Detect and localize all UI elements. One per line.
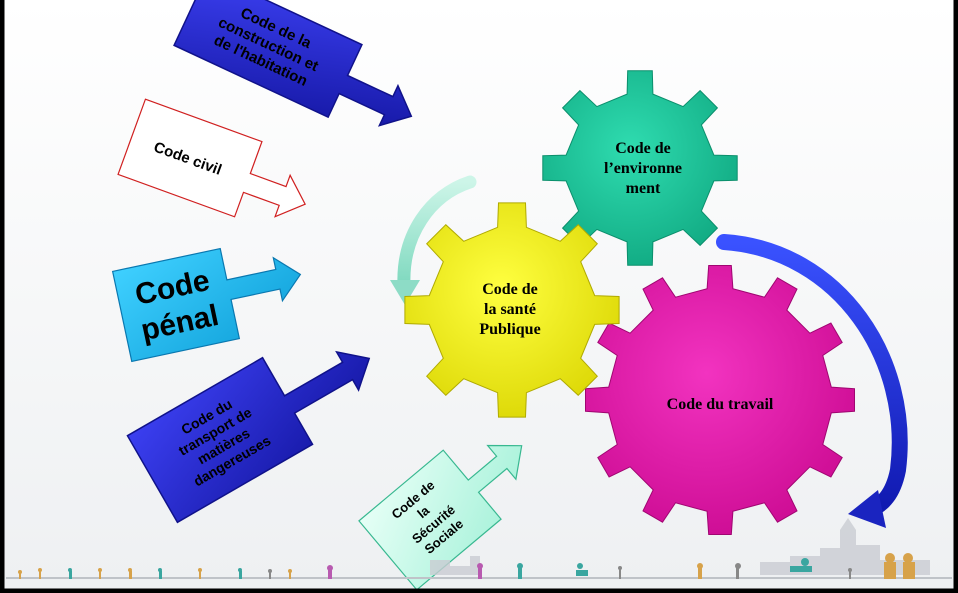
environnement-label-line3: ment — [626, 180, 661, 197]
arrow-icon — [173, 0, 413, 127]
transport-callout: Code du transport de matières dangereuse… — [126, 350, 371, 524]
arrow-icon — [848, 490, 886, 528]
people-silhouettes-icon — [6, 553, 952, 579]
arrow-icon — [358, 444, 523, 591]
curved-arrow-left — [390, 175, 477, 305]
environnement-label-line2: l’environne — [604, 160, 682, 177]
civil-callout: Code civil — [117, 98, 306, 218]
sante-label-line1: Code de — [482, 281, 538, 298]
arrow-icon — [390, 280, 420, 305]
arrow-icon — [111, 247, 302, 363]
sante-label-line2: la santé — [484, 301, 536, 318]
gear-icon — [404, 202, 620, 418]
securite-callout: Code de la Sécurité Sociale — [358, 444, 523, 591]
gear-sante: Code de la santé Publique — [404, 202, 620, 418]
penal-callout: Code pénal — [111, 247, 302, 363]
arrow-icon — [117, 98, 306, 218]
gear-travail: Code du travail — [585, 265, 855, 535]
travail-label: Code du travail — [667, 396, 774, 413]
gear-icon — [542, 70, 738, 266]
gear-environnement: Code de l’environne ment — [542, 70, 738, 266]
construction-callout: Code de la construction et de l'habitati… — [173, 0, 413, 127]
sante-label-line3: Publique — [479, 321, 540, 338]
curved-arrow-right — [716, 234, 908, 528]
arrow-icon — [126, 350, 371, 524]
environnement-label-line1: Code de — [615, 140, 671, 157]
gear-icon — [585, 265, 855, 535]
